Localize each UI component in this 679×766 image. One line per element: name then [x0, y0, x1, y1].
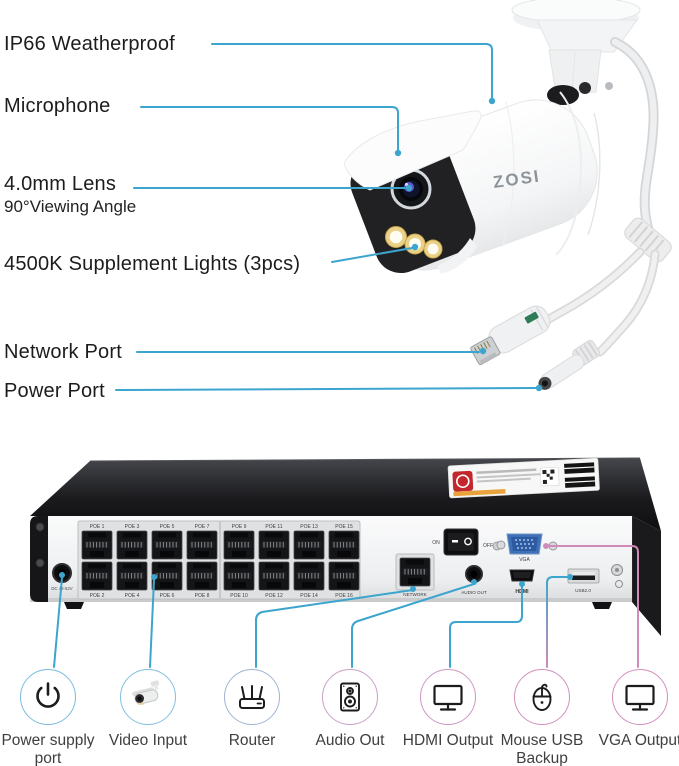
poe-label: POE 4: [125, 593, 140, 599]
camera-cable: [610, 37, 659, 241]
poe-label: POE 8: [195, 593, 210, 599]
poe-label: POE 16: [335, 593, 353, 599]
legend-label: HDMI Output: [402, 732, 494, 749]
callout-line-weatherproof: [211, 43, 493, 99]
switch-on-label: ON: [432, 540, 440, 546]
callout-line-lights: [331, 247, 413, 263]
chassis-screw: [35, 522, 45, 532]
vga-port: [496, 533, 558, 555]
camera-chin: [437, 238, 477, 274]
poe-label: POE 9: [232, 524, 247, 530]
power-connector: [538, 340, 601, 390]
line-to-hdmi: [449, 585, 523, 668]
camera-callout-lines: [115, 43, 537, 391]
legend-label: VGA Output: [598, 732, 679, 749]
usb-port-label: USB2.0: [575, 588, 591, 593]
legend-item-vga-output: VGA Output: [585, 669, 679, 750]
vga-port-label: VGA: [519, 557, 530, 563]
power-switch: [443, 528, 479, 556]
line-to-video-input: [149, 579, 155, 668]
legend-circle: [120, 669, 176, 725]
network-port-label: NETWORK: [403, 592, 427, 597]
callout-label-network-port: Network Port: [4, 341, 122, 363]
line-to-vga-output: [548, 545, 639, 668]
legend-label: Mouse USB Backup: [500, 732, 584, 766]
poe-label: POE 12: [265, 593, 283, 599]
legend-circle: [224, 669, 280, 725]
nvr-foot: [592, 602, 612, 609]
audio-out-port: [465, 565, 483, 583]
line-to-audio-out: [351, 583, 475, 668]
legend-item-video-input: Video Input: [93, 669, 203, 750]
callout-line-microphone: [140, 106, 399, 151]
nvr-callout-lines: [53, 545, 639, 668]
callout-label-microphone: Microphone: [4, 95, 111, 117]
callout-sublabel-viewing-angle: 90°Viewing Angle: [4, 197, 137, 216]
network-cable-branch: [529, 247, 645, 334]
poe-label: POE 10: [230, 593, 248, 599]
line-to-mouse-usb: [546, 576, 570, 668]
callout-label-power-port: Power Port: [4, 380, 105, 402]
monitor-icon: [433, 684, 463, 711]
poe-label: POE 1: [90, 524, 105, 530]
poe-label: POE 15: [335, 524, 353, 530]
power-cable-branch: [595, 249, 660, 357]
legend-circle: [322, 669, 378, 725]
callout-label-weatherproof: IP66 Weatherproof: [4, 33, 175, 55]
nvr-callout-dots: [59, 543, 573, 592]
monitor-icon: [625, 684, 655, 711]
dc-port-label: DC 48-52V: [51, 586, 72, 591]
nvr-foot: [64, 602, 84, 609]
mouse-icon: [532, 683, 552, 711]
poe-label: POE 5: [160, 524, 175, 530]
poe-port-labels: POE 1 POE 3 POE 5 POE 7 POE 9 POE 11 POE…: [90, 524, 353, 599]
poe-label: POE 3: [125, 524, 140, 530]
callout-line-power: [115, 387, 537, 391]
legend-item-mouse-usb: Mouse USB Backup: [487, 669, 597, 766]
legend-item-power-supply: Power supply port: [0, 669, 103, 766]
camera-icon: [132, 680, 160, 705]
legend-label: Audio Out: [315, 732, 385, 749]
nvr-sticker: [447, 457, 600, 499]
network-uplink-port: [395, 553, 435, 591]
camera-sun-shield: [343, 110, 482, 191]
nvr-right-side: [632, 516, 661, 636]
legend-label: Power supply port: [1, 732, 95, 766]
legend-item-router: Router: [197, 669, 307, 750]
legend-item-hdmi-output: HDMI Output: [393, 669, 503, 750]
audio-out-label: AUDIO OUT: [461, 590, 487, 595]
power-icon: [36, 682, 60, 708]
grounding-screw: [611, 564, 623, 588]
usb-port: [567, 568, 600, 584]
line-to-power-supply: [53, 577, 63, 668]
legend-item-audio-out: Audio Out: [295, 669, 405, 750]
legend-circle: [612, 669, 668, 725]
network-connector: [470, 305, 551, 366]
speaker-icon: [340, 682, 360, 712]
router-icon: [239, 685, 265, 709]
poe-label: POE 2: [90, 593, 105, 599]
switch-off-label: OFF: [483, 543, 493, 549]
line-to-router: [255, 589, 414, 668]
chassis-screw: [35, 558, 45, 568]
poe-label: POE 6: [160, 593, 175, 599]
poe-label: POE 13: [300, 524, 318, 530]
poe-label: POE 11: [265, 524, 282, 530]
callout-label-lens: 4.0mm Lens: [4, 173, 117, 195]
legend-circle: [514, 669, 570, 725]
legend-circle: [420, 669, 476, 725]
camera-callout-dots: [394, 97, 543, 392]
legend-label: Router: [228, 732, 276, 749]
poe-port-block: POE 1 POE 3 POE 5 POE 7 POE 9 POE 11 POE…: [77, 520, 361, 600]
poe-label: POE 14: [300, 593, 318, 599]
legend-circle: [20, 669, 76, 725]
poe-label: POE 7: [195, 524, 210, 530]
callout-label-supplement-lights: 4500K Supplement Lights (3pcs): [4, 253, 301, 275]
hdmi-port: [509, 569, 535, 582]
camera-illustration: ZOSI: [343, 0, 672, 390]
legend-label: Video Input: [108, 732, 188, 749]
